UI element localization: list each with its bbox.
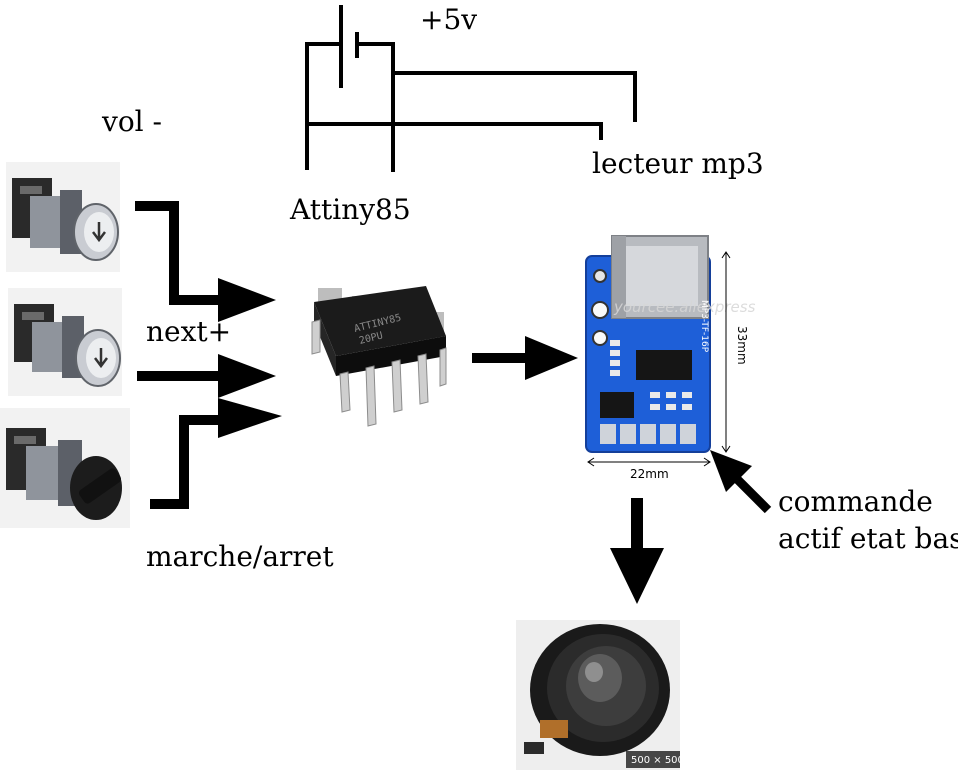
mp3-module-photo: yourcee.aliexpress MP3-TF-16P 33mm 22mm bbox=[585, 235, 756, 481]
plus-5v-label: +5v bbox=[420, 3, 478, 36]
marche-arret-label: marche/arret bbox=[146, 540, 334, 573]
next-plus-button-photo bbox=[8, 288, 122, 396]
arrow-commande bbox=[710, 450, 772, 514]
wire-vcc-to-mp3 bbox=[307, 122, 603, 140]
next-plus-label: next+ bbox=[146, 315, 232, 348]
module-dim-height: 33mm bbox=[735, 326, 749, 365]
power-wiring bbox=[305, 5, 637, 172]
arrow-mp3-to-speaker bbox=[610, 498, 664, 604]
attiny85-chip-photo: ATTINY85 20PU bbox=[311, 286, 447, 427]
vol-minus-button-photo bbox=[6, 162, 120, 272]
attiny85-label: Attiny85 bbox=[290, 193, 411, 226]
wire-gnd-to-mp3 bbox=[393, 71, 637, 122]
vol-minus-label: vol - bbox=[102, 105, 162, 138]
commande-label-line2: actif etat bas bbox=[778, 522, 958, 555]
speaker-size-badge: 500 × 500 bbox=[631, 755, 684, 766]
wire-gnd-to-attiny bbox=[357, 42, 395, 172]
arrow-marche-arret bbox=[150, 415, 222, 509]
module-dim-width: 22mm bbox=[630, 467, 669, 481]
commande-label-line1: commande bbox=[778, 485, 933, 518]
arrow-attiny-to-mp3 bbox=[472, 336, 578, 380]
module-board-text: MP3-TF-16P bbox=[699, 300, 709, 353]
arrow-vol-minus bbox=[135, 201, 222, 305]
input-arrows bbox=[135, 201, 282, 509]
speaker-photo: 500 × 500 bbox=[516, 620, 684, 770]
wire-vcc-to-attiny bbox=[305, 42, 341, 170]
marche-arret-switch-photo bbox=[0, 408, 130, 528]
module-watermark: yourcee.aliexpress bbox=[613, 298, 756, 316]
lecteur-mp3-label: lecteur mp3 bbox=[592, 147, 764, 180]
